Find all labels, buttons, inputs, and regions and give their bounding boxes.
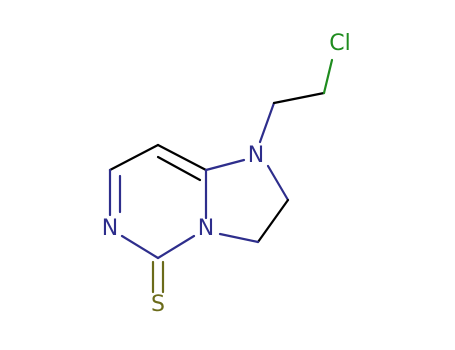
- bond-c2-c3: [256, 198, 290, 244]
- bond-c8-c7: [108, 143, 160, 172]
- bond-c8a-n1: [204, 158, 246, 172]
- bond-n1-c2: [266, 164, 290, 202]
- atom-labels: Cl N N N S: [102, 31, 351, 317]
- bonds: [108, 58, 334, 294]
- atom-label-chlorine: Cl: [329, 31, 350, 56]
- bond-c5-n4: [156, 234, 196, 260]
- bond-c8a-c8-double: [156, 155, 202, 182]
- bond-c8a-c8: [156, 143, 208, 172]
- atom-label-nitrogen-6: N: [102, 216, 118, 241]
- atom-label-nitrogen-4: N: [198, 216, 214, 241]
- atom-label-nitrogen-1: N: [248, 143, 264, 168]
- bond-n6-c5: [120, 234, 160, 260]
- atom-label-sulfur: S: [151, 292, 165, 317]
- bond-c3-n4: [218, 232, 260, 244]
- bond-ch2-cl: [322, 58, 334, 95]
- bond-n1-ch2: [258, 101, 276, 144]
- bond-ch2-ch2: [272, 91, 326, 105]
